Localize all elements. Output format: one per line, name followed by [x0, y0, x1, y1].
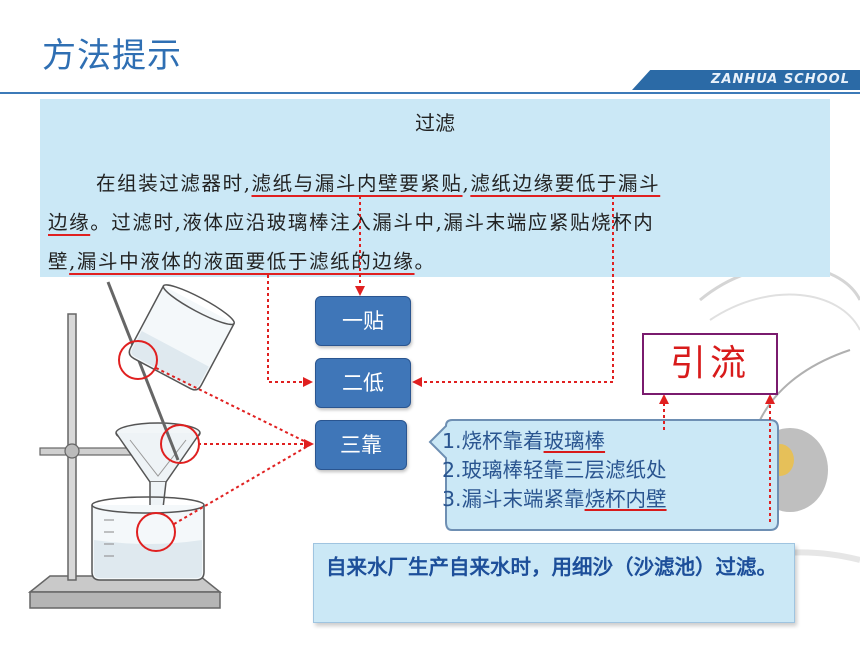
passage-line-3: 壁,漏斗中液体的液面要低于滤纸的边缘。 — [48, 245, 436, 274]
passage-line-2: 边缘。过滤时,液体应沿玻璃棒注入漏斗中,漏斗末端应紧贴烧杯内 — [48, 206, 654, 235]
connectors-sankao — [155, 367, 309, 525]
school-name: ZANHUA SCHOOL — [711, 72, 850, 87]
underlined-phrase: 边缘 — [48, 211, 91, 234]
funnel-body — [115, 432, 201, 483]
arrow-head — [303, 377, 313, 387]
sankao-point-2: 2.玻璃棒轻靠三层滤纸处 — [442, 458, 667, 482]
callout-bubble — [428, 419, 779, 531]
connectors-passage — [267, 196, 614, 383]
school-banner: ZANHUA SCHOOL — [632, 70, 860, 90]
passage-panel: 过滤 在组装过滤器时,滤纸与漏斗内壁要紧贴,滤纸边缘要低于漏斗 边缘。过滤时,液… — [40, 99, 830, 277]
clamp-screw — [64, 443, 80, 459]
point-highlight: 玻璃棒 — [543, 429, 606, 453]
highlight-circle-stem-beaker — [136, 512, 176, 552]
arrow-head — [355, 286, 365, 296]
passage-text: 壁 — [48, 250, 70, 273]
sankao-points: 1.烧杯靠着玻璃棒 2.玻璃棒轻靠三层滤纸处 3.漏斗末端紧靠烧杯内壁 — [442, 427, 667, 514]
passage-text: 在组装过滤器时, — [96, 172, 252, 195]
underlined-phrase: 滤纸边缘要低于漏斗 — [470, 172, 661, 195]
beaker-rim — [91, 496, 205, 514]
arrow-head — [412, 377, 422, 387]
arrow-head — [659, 394, 669, 404]
passage-title: 过滤 — [415, 111, 455, 135]
beaker-liquid — [94, 540, 202, 578]
underlined-phrase: 滤纸与漏斗内壁要紧贴 — [251, 172, 463, 195]
tag-erdi: 二低 — [315, 358, 411, 408]
header-rule — [0, 92, 860, 94]
passage-text: , — [462, 172, 471, 195]
sankao-point-1: 1.烧杯靠着玻璃棒 — [442, 427, 667, 456]
passage-text: 。过滤时,液体应沿玻璃棒注入漏斗中,漏斗末端应紧贴烧杯内 — [90, 211, 655, 234]
connectors-yinliu — [663, 400, 771, 522]
tag-yitie: 一贴 — [315, 296, 411, 346]
beaker-marks — [104, 519, 114, 557]
passage-line-1: 在组装过滤器时,滤纸与漏斗内壁要紧贴,滤纸边缘要低于漏斗 — [96, 167, 660, 196]
passage-text: 。 — [414, 250, 436, 273]
point-text: 3.漏斗末端紧靠 — [442, 487, 585, 511]
arrow-head — [765, 394, 775, 404]
note-text: 自来水厂生产自来水时，用细沙（沙滤池）过滤。 — [326, 555, 777, 579]
tag-sankao: 三靠 — [315, 420, 407, 470]
underlined-phrase: ,漏斗中液体的液面要低于滤纸的边缘 — [69, 250, 415, 273]
sankao-point-3: 3.漏斗末端紧靠烧杯内壁 — [442, 485, 667, 514]
filter-paper — [129, 439, 187, 477]
stand-base-front — [29, 591, 221, 609]
page-title: 方法提示 — [42, 36, 182, 76]
highlight-circle-beaker-rod — [118, 340, 158, 380]
note-box: 自来水厂生产自来水时，用细沙（沙滤池）过滤。 — [313, 543, 795, 623]
point-text: 1.烧杯靠着 — [442, 429, 544, 453]
arrow-head — [304, 439, 314, 449]
point-highlight: 烧杯内壁 — [584, 487, 667, 511]
yinliu-label: 引流 — [642, 333, 778, 395]
